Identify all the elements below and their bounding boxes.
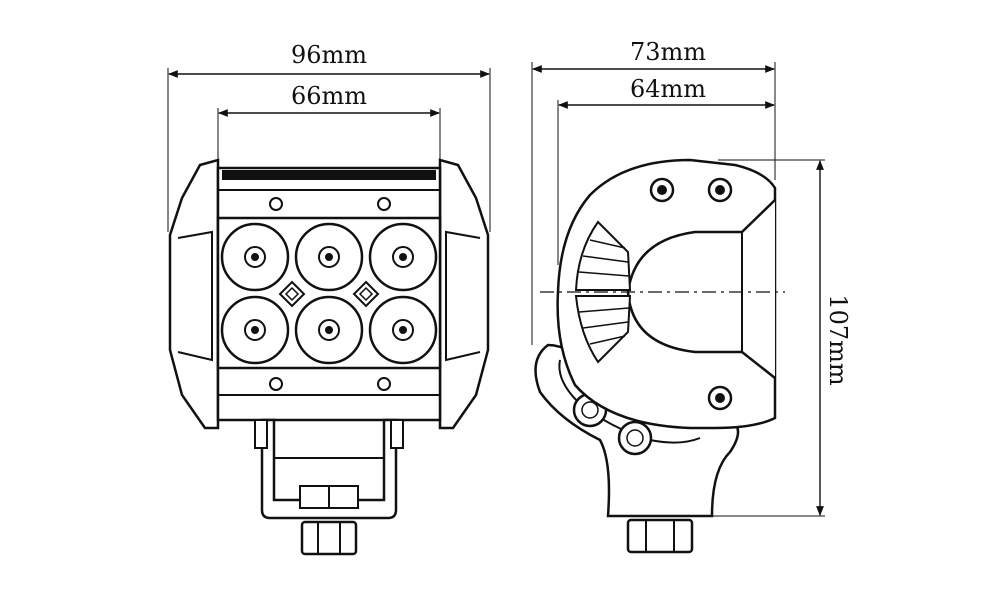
led [294, 222, 364, 292]
side-screws [649, 177, 733, 411]
side-mount-nut [626, 518, 694, 554]
led [220, 295, 290, 365]
screw [377, 197, 391, 211]
led [368, 222, 438, 292]
dim-label-housing-depth: 64mm [630, 75, 706, 103]
bracket-tab-right [390, 419, 404, 449]
mount-nut [300, 520, 358, 556]
right-side-bracket [438, 158, 490, 430]
dim-label-housing-width: 66mm [291, 82, 367, 110]
right-bracket-inner-edge [445, 230, 481, 362]
left-bracket-inner-edge [177, 230, 213, 362]
left-side-bracket [168, 158, 220, 430]
led [368, 295, 438, 365]
dim-label-overall-depth: 73mm [630, 38, 706, 66]
screw [269, 377, 283, 391]
heat-sink-band [222, 170, 436, 180]
cooling-fins [574, 220, 632, 364]
dim-label-height: 107mm [824, 294, 852, 386]
dim-label-overall-width: 96mm [291, 41, 367, 69]
pivot-slot [558, 359, 701, 444]
frame-screws [269, 197, 391, 391]
pivot-bolt-inner [626, 429, 644, 447]
bracket-tab-left [254, 419, 268, 449]
screw [377, 377, 391, 391]
pivot-bolt-inner [581, 401, 599, 419]
led [294, 295, 364, 365]
led-array [220, 222, 438, 365]
side-view: 73mm 64mm 107mm [531, 38, 852, 554]
diamond-markers [278, 280, 380, 308]
front-view: 96mm 66mm [167, 41, 491, 556]
led [220, 222, 290, 292]
pivot-bolt [617, 420, 653, 456]
screw [269, 197, 283, 211]
